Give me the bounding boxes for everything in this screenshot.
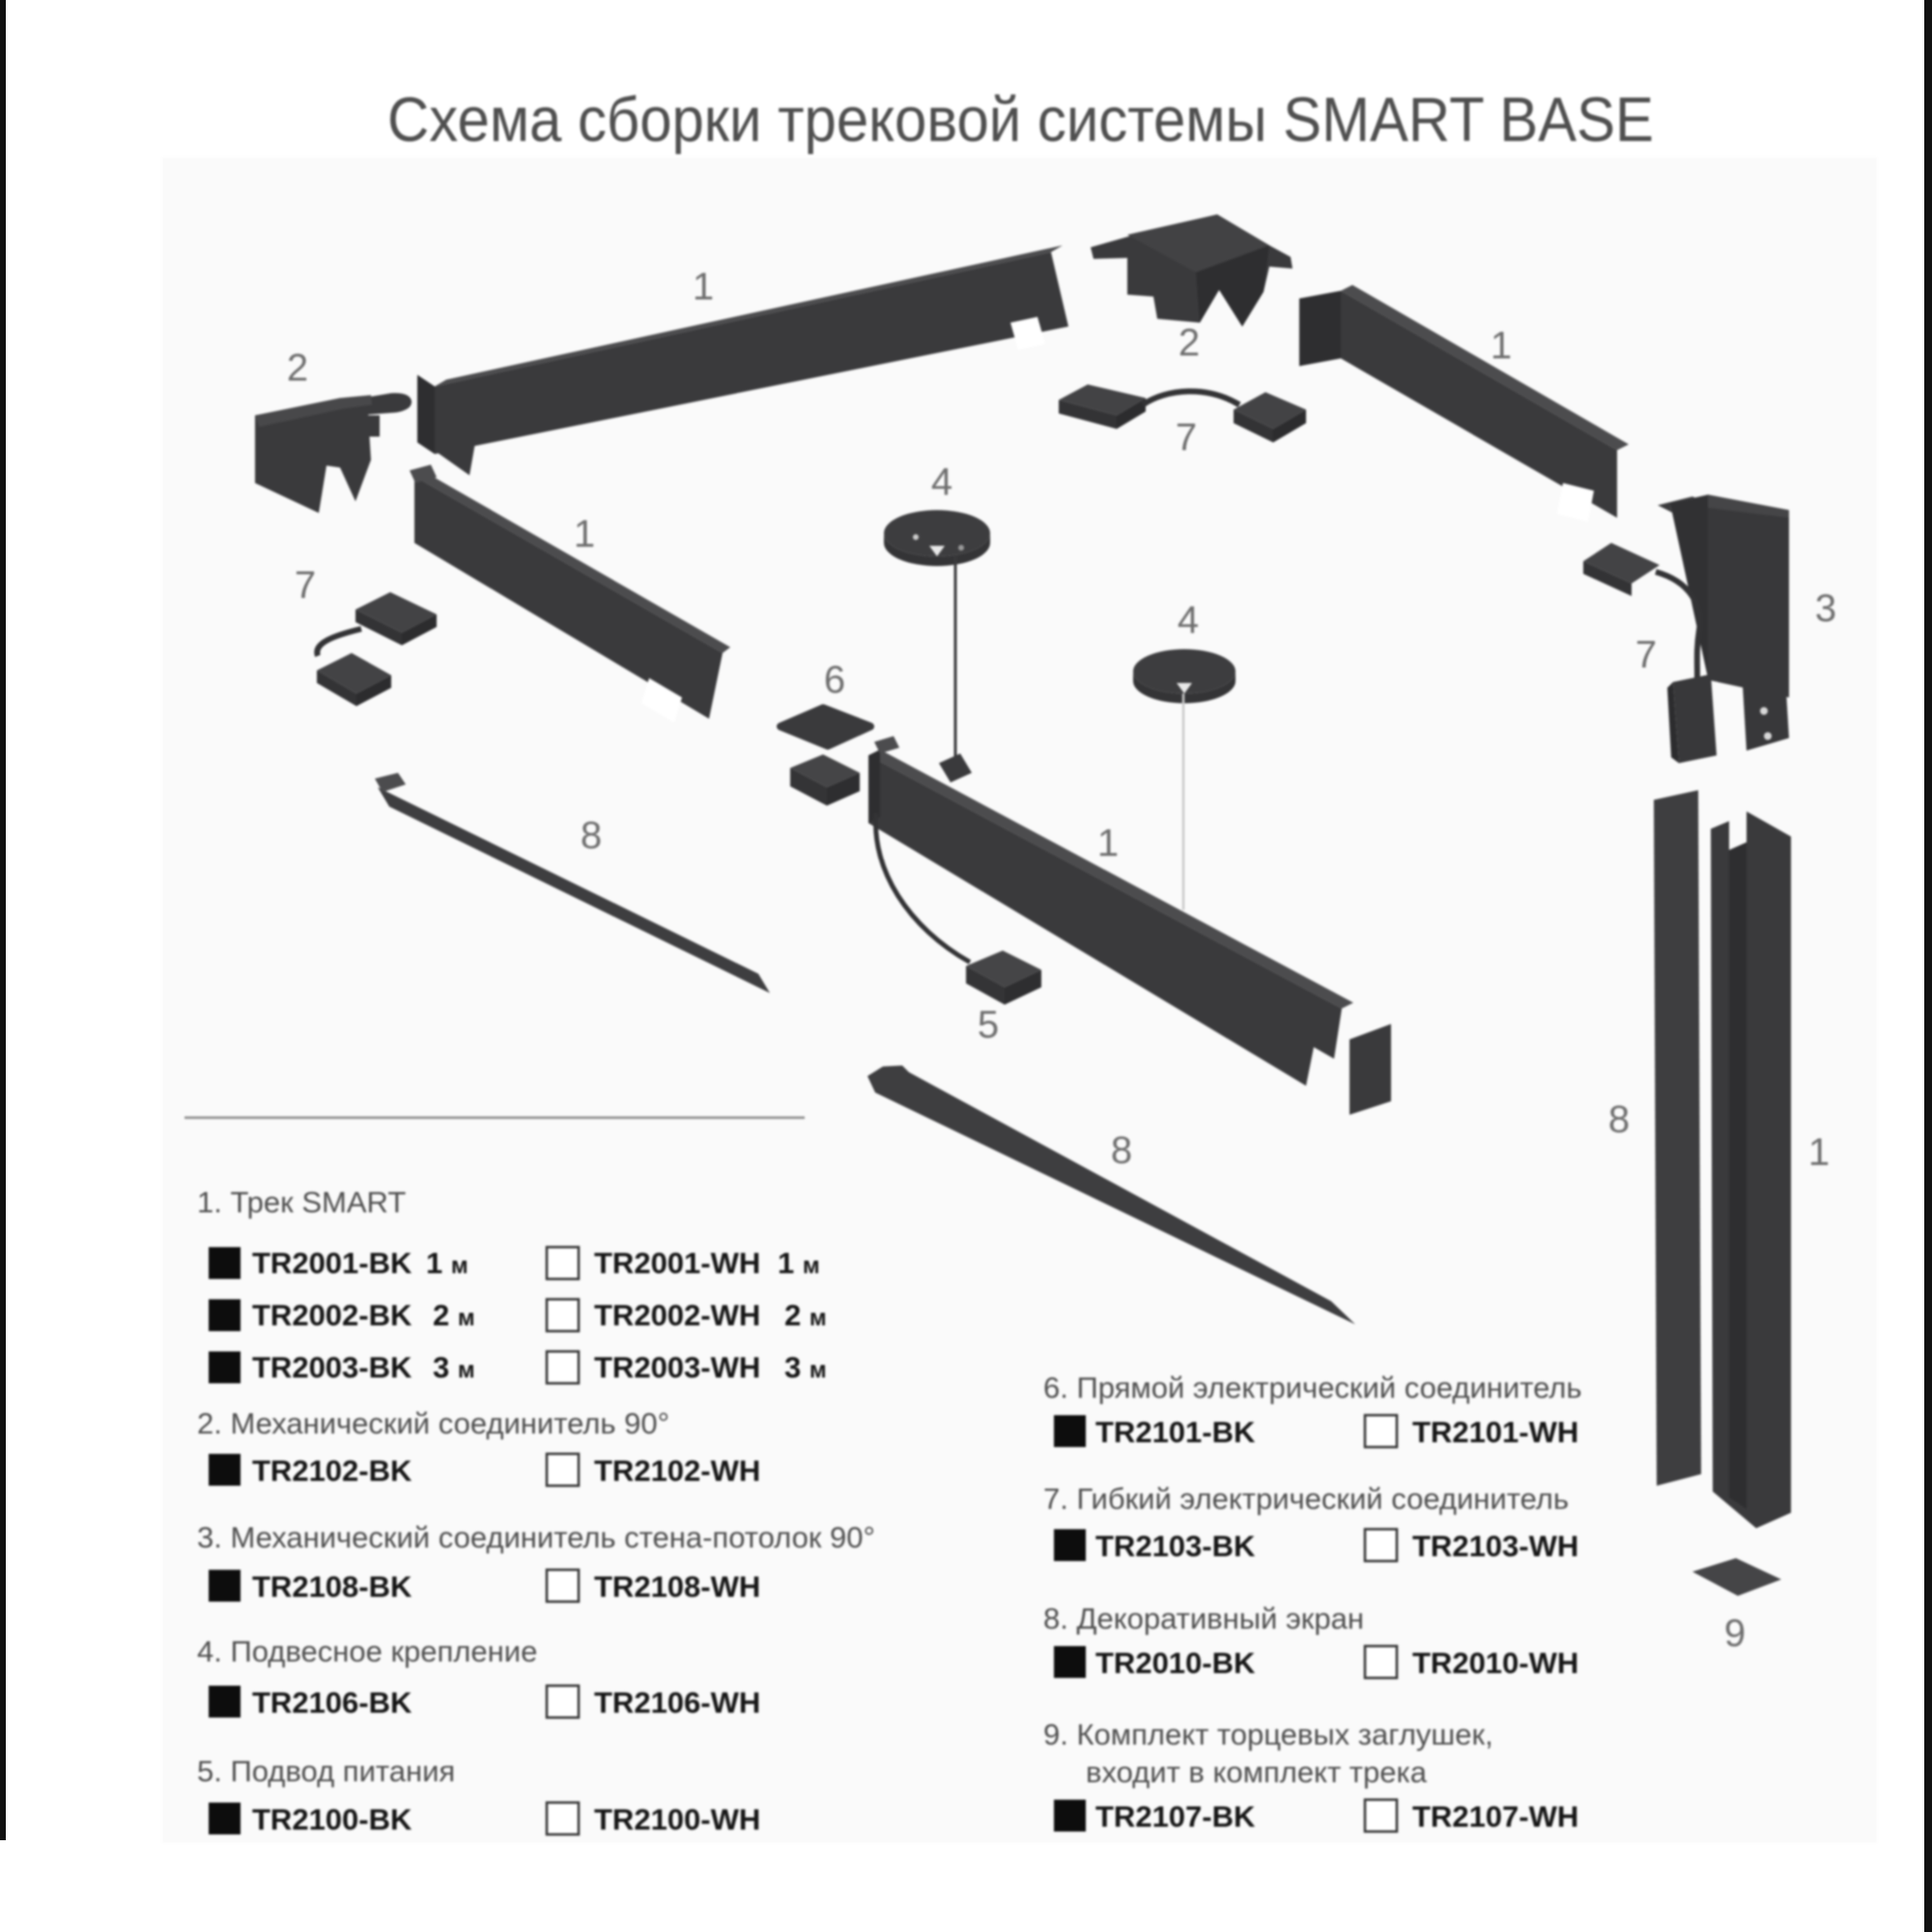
svg-text:TR2100-BK: TR2100-BK — [252, 1803, 412, 1836]
svg-text:TR2107-BK: TR2107-BK — [1095, 1800, 1256, 1833]
svg-text:TR2103-WH: TR2103-WH — [1412, 1529, 1578, 1563]
svg-text:5. Подвод питания: 5. Подвод питания — [197, 1754, 455, 1788]
svg-text:5: 5 — [978, 1004, 999, 1046]
svg-text:TR2002-BK: TR2002-BK — [252, 1298, 412, 1332]
svg-text:3: 3 — [1815, 587, 1836, 630]
svg-text:TR2003-WH: TR2003-WH — [594, 1350, 760, 1384]
svg-text:TR2108-WH: TR2108-WH — [594, 1570, 760, 1604]
svg-text:1 м: 1 м — [426, 1246, 469, 1280]
svg-text:1: 1 — [1491, 325, 1512, 367]
svg-text:входит в комплект трека: входит в комплект трека — [1086, 1755, 1428, 1789]
svg-text:TR2100-WH: TR2100-WH — [594, 1803, 760, 1836]
svg-text:TR2108-BK: TR2108-BK — [252, 1570, 412, 1604]
svg-text:8: 8 — [1111, 1129, 1132, 1172]
svg-text:2: 2 — [1179, 322, 1200, 364]
svg-text:4. Подвесное крепление: 4. Подвесное крепление — [197, 1634, 537, 1668]
svg-text:8. Декоративный экран: 8. Декоративный экран — [1043, 1602, 1364, 1635]
svg-text:TR2101-BK: TR2101-BK — [1095, 1415, 1256, 1449]
svg-text:TR2001-WH: TR2001-WH — [594, 1246, 760, 1280]
svg-text:1: 1 — [574, 513, 595, 555]
svg-text:6: 6 — [824, 659, 845, 701]
svg-text:TR2103-BK: TR2103-BK — [1095, 1529, 1256, 1563]
svg-text:4: 4 — [931, 461, 952, 503]
svg-text:TR2102-WH: TR2102-WH — [594, 1454, 760, 1488]
svg-text:TR2003-BK: TR2003-BK — [252, 1350, 412, 1384]
svg-text:9. Комплект торцевых заглушек: 9. Комплект торцевых заглушек, — [1043, 1718, 1493, 1751]
svg-text:TR2102-BK: TR2102-BK — [252, 1454, 412, 1488]
svg-text:6. Прямой электрический соеди: 6. Прямой электрический соединитель — [1043, 1371, 1582, 1405]
svg-text:TR2010-WH: TR2010-WH — [1412, 1646, 1578, 1680]
svg-text:2: 2 — [287, 347, 308, 389]
svg-text:TR2010-BK: TR2010-BK — [1095, 1646, 1256, 1680]
svg-text:7: 7 — [295, 564, 316, 607]
svg-text:8: 8 — [1608, 1098, 1630, 1141]
svg-text:4: 4 — [1178, 599, 1199, 641]
svg-text:7: 7 — [1635, 634, 1657, 676]
svg-text:1: 1 — [693, 266, 714, 308]
svg-text:TR2001-BK: TR2001-BK — [252, 1246, 412, 1280]
svg-text:2 м: 2 м — [433, 1298, 475, 1332]
svg-text:Схема сборки трековой системы: Схема сборки трековой системы SMART BASE — [387, 84, 1654, 155]
svg-text:TR2101-WH: TR2101-WH — [1412, 1415, 1578, 1449]
svg-text:TR2106-BK: TR2106-BK — [252, 1686, 412, 1719]
svg-text:8: 8 — [581, 814, 602, 857]
svg-text:3. Механический соединитель с: 3. Механический соединитель стена-потоло… — [197, 1520, 875, 1554]
svg-text:1 м: 1 м — [778, 1246, 820, 1280]
svg-text:TR2107-WH: TR2107-WH — [1412, 1800, 1578, 1833]
svg-text:7. Гибкий электрический соеди: 7. Гибкий электрический соединитель — [1043, 1482, 1569, 1516]
svg-text:9: 9 — [1724, 1612, 1746, 1655]
svg-text:1. Трек SMART: 1. Трек SMART — [197, 1185, 406, 1219]
svg-text:1: 1 — [1808, 1131, 1830, 1174]
svg-text:2. Механический соединитель 9: 2. Механический соединитель 90° — [197, 1406, 669, 1440]
svg-text:TR2106-WH: TR2106-WH — [594, 1686, 760, 1719]
svg-text:1: 1 — [1097, 822, 1119, 865]
svg-text:7: 7 — [1176, 416, 1197, 459]
svg-text:TR2002-WH: TR2002-WH — [594, 1298, 760, 1332]
